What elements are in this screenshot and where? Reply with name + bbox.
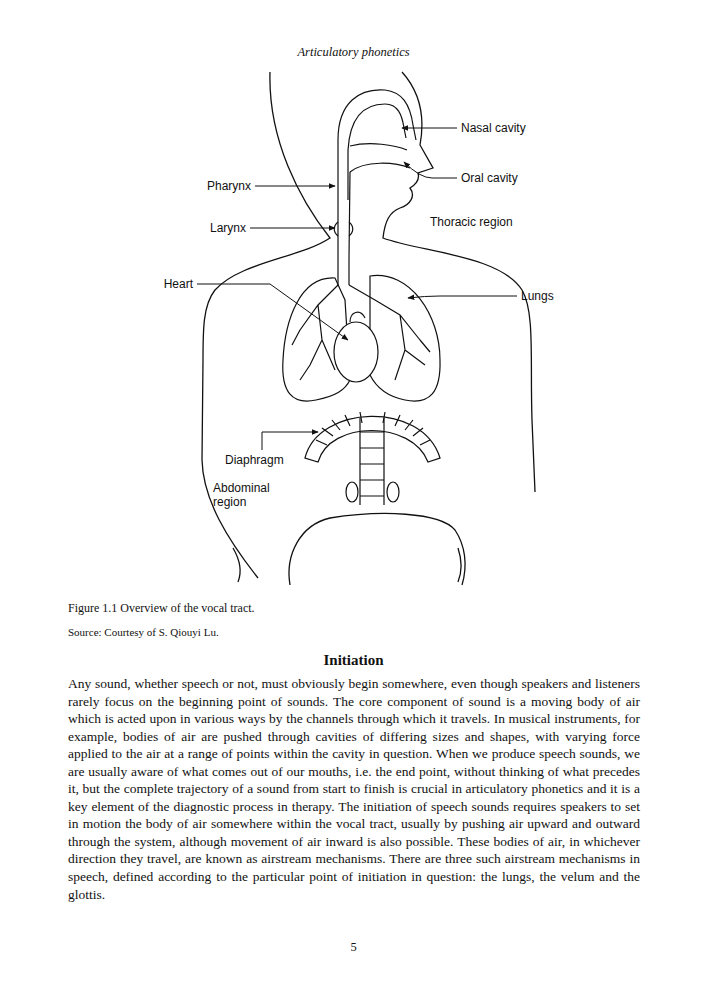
- palate: [350, 144, 407, 150]
- region-label: Thoracic region: [430, 215, 513, 229]
- heart: [334, 322, 378, 382]
- running-header: Articulatory phonetics: [0, 45, 707, 60]
- figure-caption: Figure 1.1 Overview of the vocal tract.: [68, 601, 255, 616]
- part-label: Heart: [164, 277, 193, 291]
- nasal-cavity-outline: [338, 90, 416, 258]
- leader-line: [197, 284, 348, 340]
- pharynx-wall: [349, 172, 350, 258]
- body-outline: [202, 72, 535, 585]
- hip-curve: [233, 548, 240, 582]
- part-label: Pharynx: [207, 179, 251, 193]
- kidney: [346, 482, 358, 502]
- part-label: Larynx: [210, 221, 246, 235]
- leader-line: [402, 128, 457, 129]
- lungs-heart: [283, 275, 440, 401]
- kidney: [387, 482, 399, 502]
- spine: [360, 418, 384, 505]
- larynx: [334, 222, 353, 236]
- part-label: Oral cavity: [461, 171, 518, 185]
- tongue: [350, 163, 410, 172]
- page-number: 5: [0, 940, 707, 955]
- part-label: Lungs: [521, 289, 554, 303]
- source-note: Source: Courtesy of S. Qiouyi Lu.: [68, 625, 219, 639]
- leader-line: [408, 296, 517, 298]
- diaphragm-spine: [305, 412, 440, 505]
- diaphragm: [305, 416, 440, 462]
- leader-line: [250, 228, 335, 229]
- leader-line: [404, 162, 457, 178]
- part-label: Nasal cavity: [461, 121, 526, 135]
- body-paragraph: Any sound, whether speech or not, must o…: [68, 675, 640, 903]
- trachea: [338, 258, 349, 285]
- leader-lines: [197, 128, 517, 450]
- heart-vessel: [350, 312, 365, 322]
- region-label: Abdominal region: [213, 481, 283, 509]
- section-heading: Initiation: [0, 651, 707, 669]
- leader-line: [262, 432, 318, 450]
- pelvis-outline: [289, 514, 465, 585]
- nasal-cavity-inner: [348, 104, 406, 200]
- part-label: Diaphragm: [225, 453, 284, 467]
- vocal-tract: [334, 90, 416, 285]
- body-left-outline: [202, 72, 330, 578]
- hip-curve: [458, 548, 461, 582]
- right-lung: [370, 275, 440, 401]
- diaphragm-hatching: [316, 412, 430, 445]
- leader-line: [255, 186, 335, 187]
